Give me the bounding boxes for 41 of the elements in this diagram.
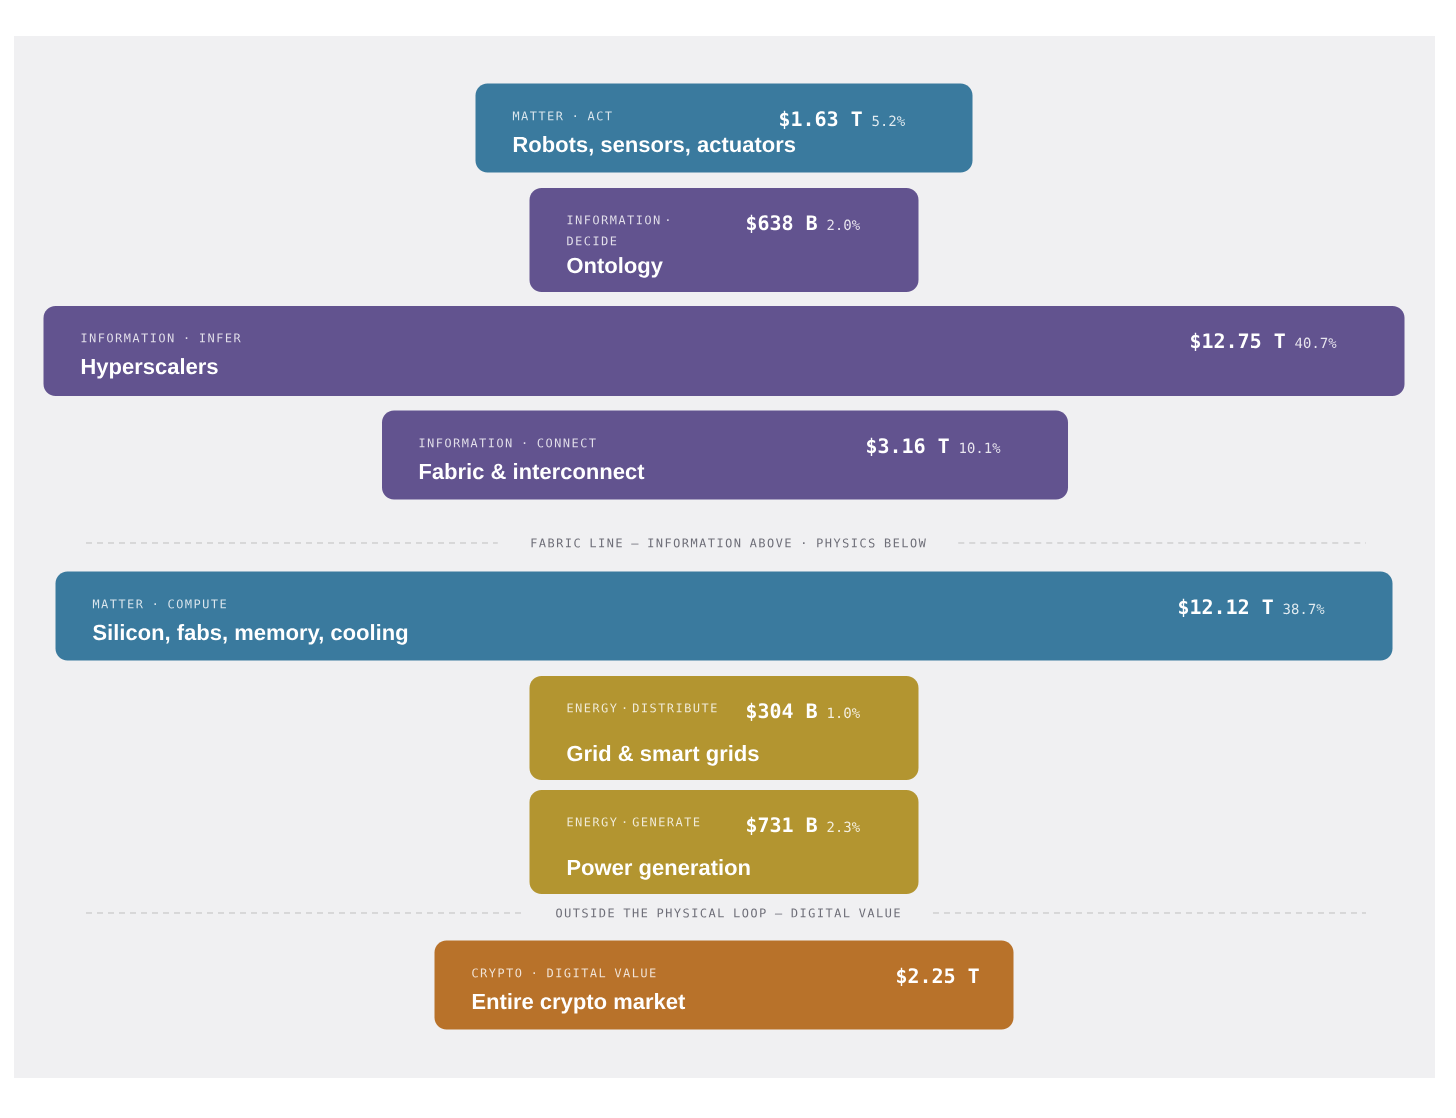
category-label: INFORMATION · DECIDE	[567, 215, 669, 246]
value-label: $304 B	[747, 702, 817, 721]
value-label: $12.12 T	[1179, 598, 1273, 617]
percent-label: 1.0%	[828, 707, 860, 719]
category-card	[434, 940, 1014, 1030]
category-label: CRYPTO · DIGITAL VALUE	[472, 968, 656, 978]
card-title: Robots, sensors, actuators	[513, 136, 796, 156]
value-label: $3.16 T	[867, 437, 949, 456]
percent-label: 2.0%	[827, 219, 860, 231]
category-card	[529, 188, 919, 292]
category-card	[382, 410, 1068, 500]
card-title: Power generation	[567, 859, 750, 880]
category-card	[475, 83, 973, 173]
category-label: ENERGY · DISTRIBUTE	[567, 703, 717, 713]
category-card	[529, 676, 919, 780]
category-label: MATTER · ACT	[512, 111, 612, 121]
card-title: Grid & smart grids	[567, 745, 759, 766]
value-label: $1.63 T	[780, 110, 862, 129]
divider-label: OUTSIDE THE PHYSICAL LOOP — DIGITAL VALUE	[556, 908, 900, 918]
percent-label: 2.3%	[827, 821, 860, 833]
category-card	[529, 790, 919, 894]
divider-label: FABRIC LINE — INFORMATION ABOVE · PHYSICS BELOW	[531, 538, 926, 548]
value-label: $12.75 T	[1191, 332, 1285, 351]
percent-label: 5.2%	[872, 115, 905, 127]
value-label: $731 B	[747, 816, 817, 835]
card-title: Hyperscalers	[81, 358, 218, 379]
category-label: MATTER · COMPUTE	[92, 599, 226, 609]
card-title: Fabric & interconnect	[419, 463, 645, 480]
card-title: Ontology	[567, 257, 663, 278]
category-label: INFORMATION · INFER	[81, 333, 241, 343]
card-title: Entire crypto market	[472, 993, 686, 1014]
value-label: $2.25 T	[897, 967, 979, 986]
category-label: INFORMATION · CONNECT	[419, 438, 596, 448]
value-label: $638 B	[747, 214, 817, 233]
percent-label: 10.1%	[960, 442, 1001, 454]
category-card	[55, 571, 1393, 661]
category-label: ENERGY · GENERATE	[567, 817, 700, 827]
category-card	[43, 306, 1405, 396]
percent-label: 38.7%	[1283, 603, 1325, 615]
percent-label: 40.7%	[1295, 337, 1337, 349]
card-title: Silicon, fabs, memory, cooling	[93, 624, 408, 645]
